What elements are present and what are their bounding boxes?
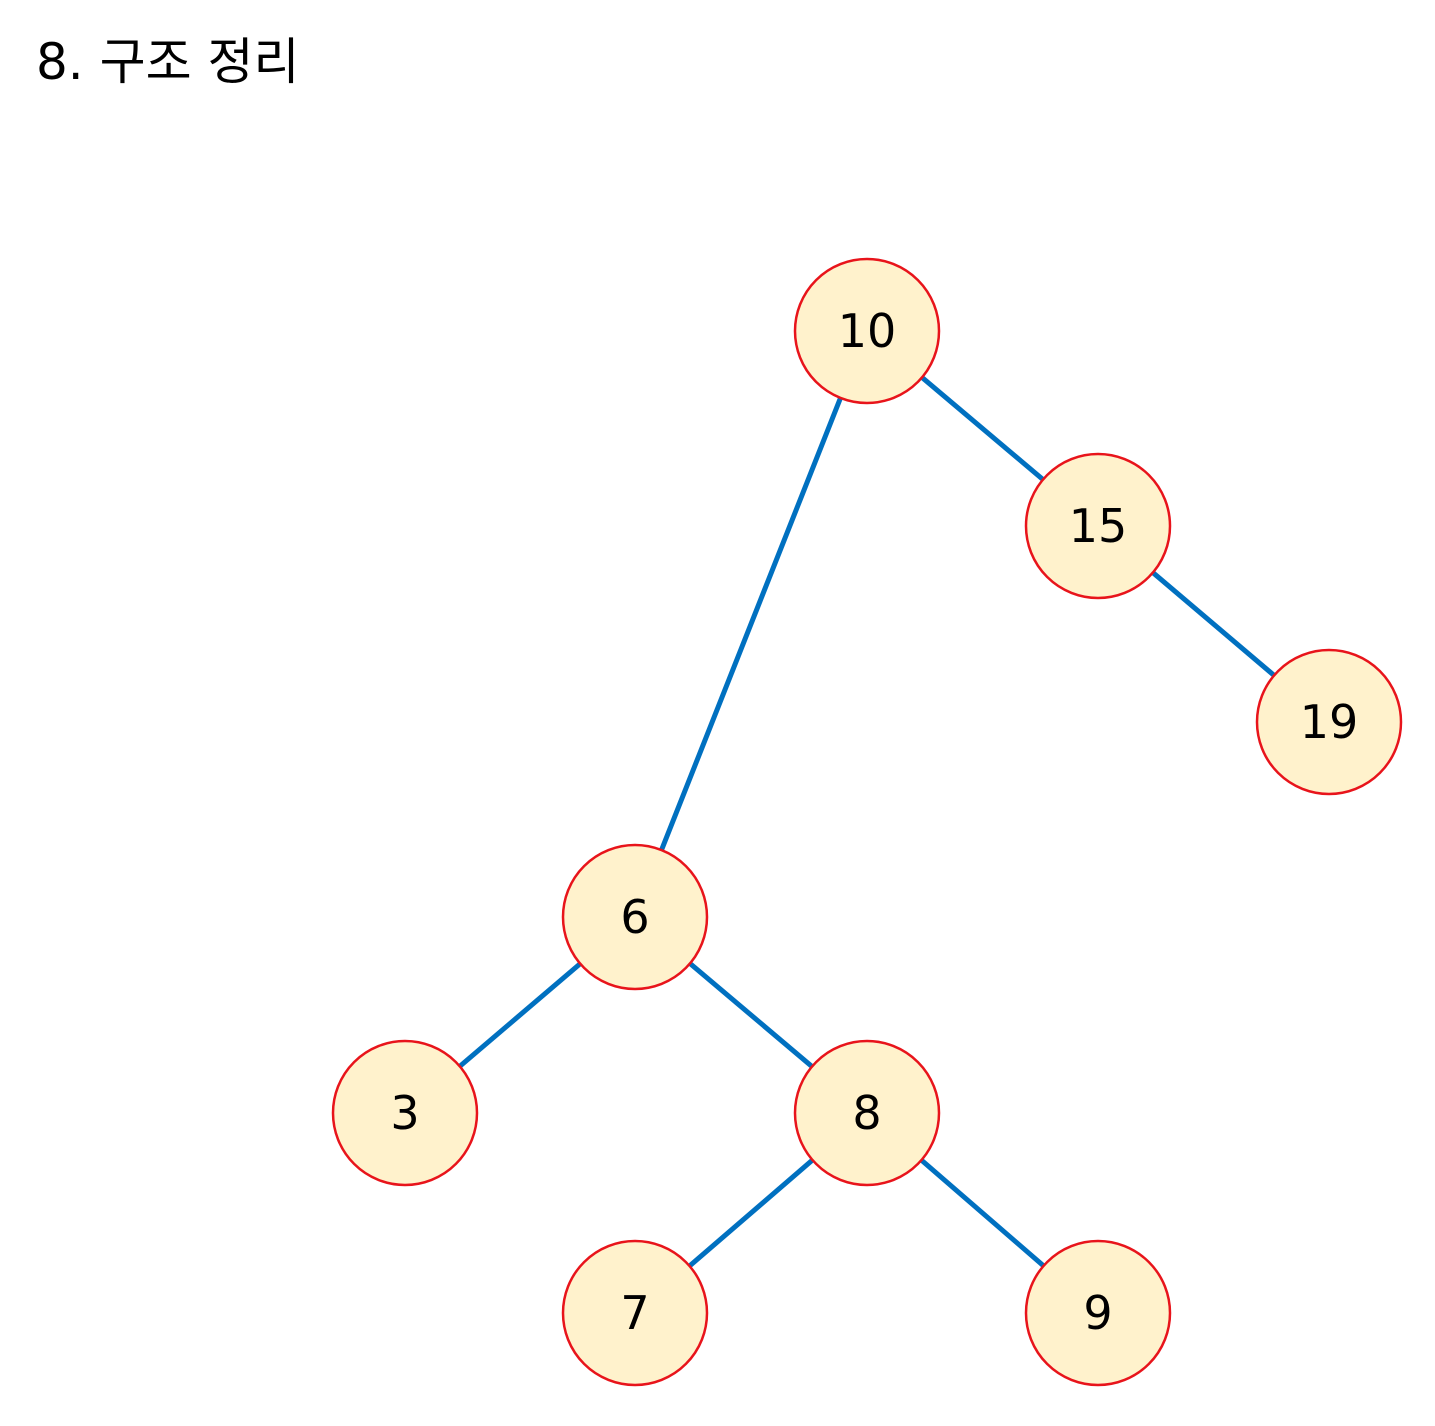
node-label: 15 bbox=[1069, 499, 1128, 553]
tree-node-15: 15 bbox=[1024, 452, 1172, 600]
tree-node-8: 8 bbox=[793, 1039, 941, 1187]
tree-node-3: 3 bbox=[331, 1039, 479, 1187]
node-circle bbox=[561, 843, 709, 991]
node-label: 6 bbox=[620, 890, 649, 944]
nodes-layer: 10 15 19 6 3 8 7 9 bbox=[331, 257, 1403, 1387]
node-circle bbox=[793, 257, 941, 405]
node-circle bbox=[1024, 452, 1172, 600]
node-circle bbox=[331, 1039, 479, 1187]
node-label: 3 bbox=[390, 1086, 419, 1140]
node-circle bbox=[793, 1039, 941, 1187]
node-label: 19 bbox=[1300, 695, 1359, 749]
node-circle bbox=[1255, 648, 1403, 796]
tree-node-10: 10 bbox=[793, 257, 941, 405]
node-label: 8 bbox=[852, 1086, 881, 1140]
node-label: 9 bbox=[1083, 1286, 1112, 1340]
tree-node-7: 7 bbox=[561, 1239, 709, 1387]
node-circle bbox=[561, 1239, 709, 1387]
tree-node-6: 6 bbox=[561, 843, 709, 991]
edge-10-6 bbox=[632, 330, 870, 918]
tree-node-19: 19 bbox=[1255, 648, 1403, 796]
node-label: 7 bbox=[620, 1286, 649, 1340]
node-label: 10 bbox=[838, 304, 897, 358]
node-circle bbox=[1024, 1239, 1172, 1387]
tree-node-9: 9 bbox=[1024, 1239, 1172, 1387]
page-title: 8. 구조 정리 bbox=[36, 33, 300, 91]
